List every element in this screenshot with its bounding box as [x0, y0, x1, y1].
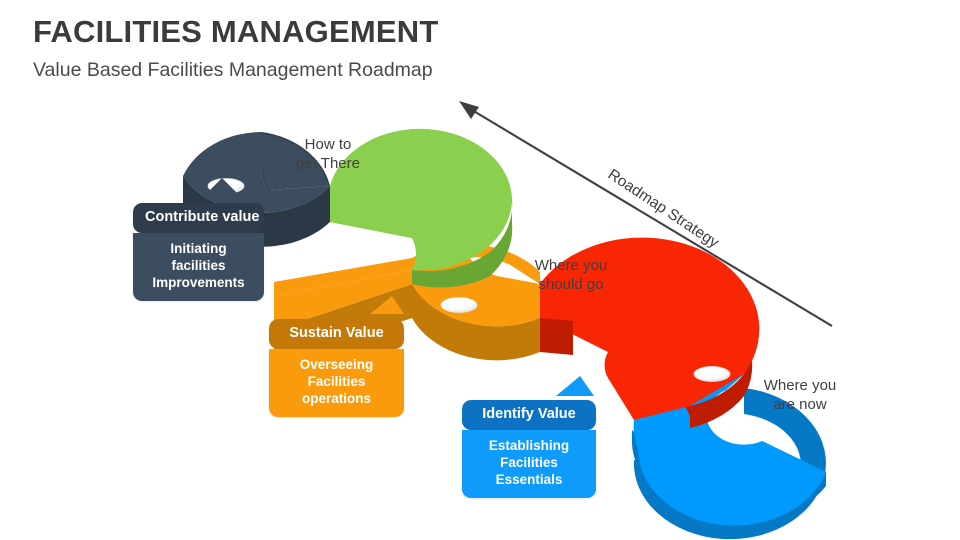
page-subtitle: Value Based Facilities Management Roadma… [33, 58, 433, 81]
blue-side-wall [633, 388, 826, 540]
blue-arc-body [633, 418, 826, 508]
green-arc-body [330, 128, 512, 271]
marker-sustain [440, 297, 478, 313]
green-right-wall [490, 200, 513, 276]
callout-sustain-value[interactable]: Sustain Value Overseeing Facilities oper… [269, 319, 404, 418]
callout-identify-title: Identify Value [462, 400, 596, 430]
leader-sustain [370, 296, 404, 314]
ribbon-segment-green [330, 128, 513, 288]
orange-arc-body [274, 268, 540, 330]
annotation-where-you-should-go: Where you should go [534, 257, 608, 294]
arrow-head [459, 101, 479, 119]
callout-leader-stems [204, 178, 594, 396]
annotation-how-to-get-there: How to get There [296, 136, 360, 173]
slate-wedge-edge [261, 132, 330, 187]
orange-top-edge [274, 244, 540, 296]
callout-identify-value[interactable]: Identify Value Establishing Facilities E… [462, 400, 596, 499]
callout-identify-description: Establishing Facilities Essentials [462, 429, 596, 499]
red-arc-body [540, 237, 760, 420]
callout-sustain-title: Sustain Value [269, 319, 404, 349]
slate-notch-edge [262, 169, 270, 191]
roadmap-strategy-arrow [459, 101, 833, 327]
arrow-shaft [466, 106, 833, 327]
annotation-where-you-are-now: Where you are now [763, 377, 837, 414]
page-title: FACILITIES MANAGEMENT [33, 14, 439, 49]
leader-identify [556, 376, 594, 396]
green-lower-wall [412, 252, 490, 288]
slate-notch [261, 166, 290, 190]
ribbon-segment-red [540, 237, 760, 428]
orange-bottom-wall [412, 284, 540, 361]
callout-sustain-description: Overseeing Facilities operations [269, 348, 404, 418]
red-left-wall [540, 318, 573, 355]
leader-contribute [204, 178, 240, 196]
marker-identify [693, 366, 731, 382]
title-block: FACILITIES MANAGEMENT Value Based Facili… [33, 14, 733, 81]
red-lower-wall [690, 374, 744, 428]
callout-contribute-value[interactable]: Contribute value Initiating facilities I… [133, 203, 264, 302]
callout-contribute-description: Initiating facilities Improvements [133, 232, 264, 302]
callout-contribute-title: Contribute value [133, 203, 264, 233]
